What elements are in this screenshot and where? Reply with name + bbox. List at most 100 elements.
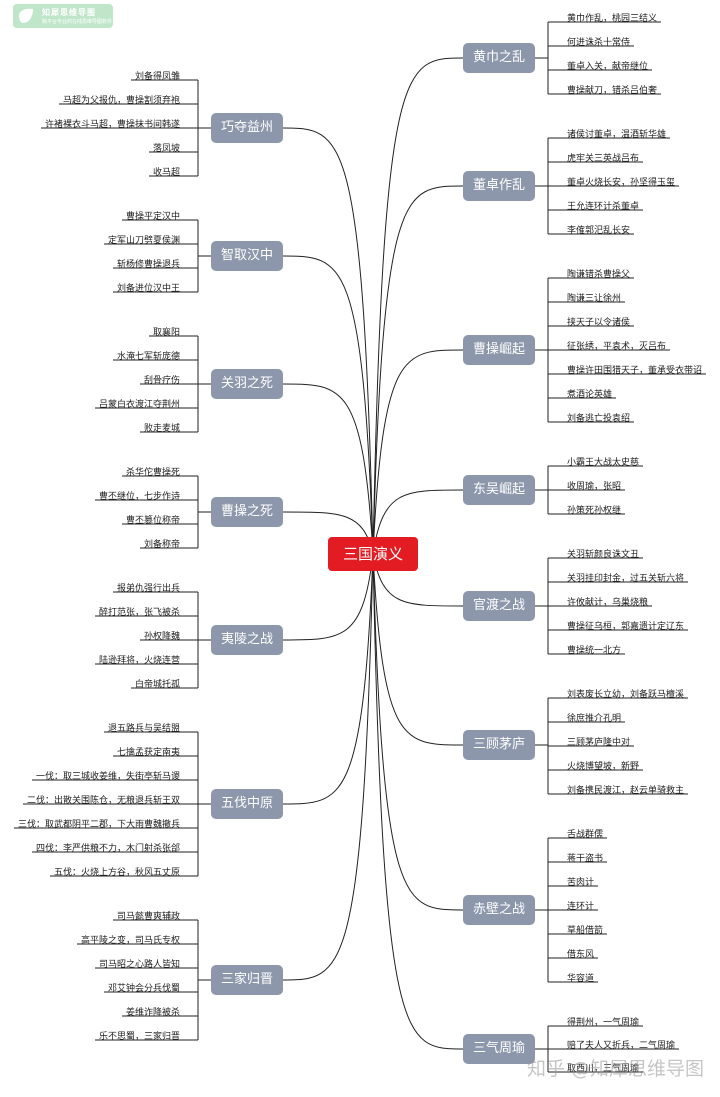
leaf-b3-0[interactable]: 陶谦错杀曹操父 (567, 270, 631, 280)
leaf-b14-4[interactable]: 三伐：取武都阴平二郡，下大雨曹魏撤兵 (17, 820, 180, 830)
link-root-b14 (282, 553, 374, 805)
leaf-b5-4[interactable]: 曹操统一北方 (567, 646, 622, 656)
branch-node-b4[interactable]: 东吴崛起 (463, 475, 535, 505)
leaf-b15-2[interactable]: 司马昭之心路人皆知 (98, 960, 180, 970)
leaf-b11-4[interactable]: 败走麦城 (143, 424, 180, 434)
leaf-b5-3[interactable]: 曹操征乌桓，郭嘉遗计定辽东 (567, 622, 685, 632)
leaf-b3-4[interactable]: 曹操许田围猎天子，董承受衣带诏 (567, 366, 703, 376)
leaf-b15-5[interactable]: 乐不思蜀，三家归晋 (98, 1032, 180, 1042)
leaf-b2-3[interactable]: 王允连环计杀董卓 (567, 202, 640, 212)
link-root-b11 (282, 383, 374, 555)
leaf-b3-6[interactable]: 刘备逃亡投袁绍 (567, 414, 631, 424)
leaf-b4-0[interactable]: 小霸王大战太史慈 (567, 458, 640, 468)
leaf-b11-1[interactable]: 水淹七军斩庞德 (116, 352, 180, 362)
leaf-b7-6[interactable]: 华容道 (567, 974, 595, 984)
leaf-b2-0[interactable]: 诸侯讨董卓，温酒斩华雄 (567, 130, 667, 140)
leaf-b5-2[interactable]: 许攸献计，乌巢烧粮 (567, 598, 649, 608)
leaf-b3-1[interactable]: 陶谦三让徐州 (567, 294, 622, 304)
leaf-b12-3[interactable]: 刘备称帝 (143, 540, 180, 550)
leaf-b3-3[interactable]: 征张绣，平袁术，灭吕布 (567, 342, 667, 352)
leaf-b1-2[interactable]: 董卓入关，献帝继位 (567, 62, 649, 72)
leaf-b5-0[interactable]: 关羽斩颜良诛文丑 (567, 550, 640, 560)
leaf-b2-1[interactable]: 虎牢关三英战吕布 (567, 154, 640, 164)
branch-node-b3[interactable]: 曹操崛起 (463, 335, 535, 365)
branch-node-b2[interactable]: 董卓作乱 (463, 171, 535, 201)
leaf-b7-3[interactable]: 连环计 (567, 902, 595, 912)
logo-badge: 知犀思维导图 跨平台专业的在线思维导图软件 (13, 4, 113, 28)
leaf-b15-4[interactable]: 姜维诈降被杀 (125, 1008, 180, 1018)
leaf-b11-2[interactable]: 刮骨疗伤 (143, 376, 180, 386)
leaf-b15-0[interactable]: 司马懿曹爽辅政 (116, 912, 180, 922)
leaf-b8-2[interactable]: 取西川，三气周瑜 (567, 1064, 640, 1074)
leaf-b7-4[interactable]: 草船借箭 (567, 926, 604, 936)
leaf-b14-5[interactable]: 四伐：李严供粮不力，木门射杀张郃 (35, 844, 180, 854)
link-root-b4 (372, 489, 464, 555)
leaf-b10-1[interactable]: 定军山刀劈夏侯渊 (107, 236, 180, 246)
leaf-b1-1[interactable]: 何进诛杀十常侍 (567, 38, 631, 48)
leaf-b15-1[interactable]: 高平陵之变，司马氏专权 (80, 936, 180, 946)
leaf-b3-2[interactable]: 挟天子以令诸侯 (567, 318, 631, 328)
leaf-b4-2[interactable]: 孙策死孙权继 (567, 506, 622, 516)
leaf-b5-1[interactable]: 关羽挂印封金，过五关斩六将 (567, 574, 685, 584)
leaf-b8-1[interactable]: 赔了夫人又折兵，二气周瑜 (567, 1041, 676, 1051)
leaf-logo-icon (19, 8, 33, 23)
leaf-b9-1[interactable]: 马超为父报仇，曹操割须弃袍 (62, 96, 180, 106)
branch-node-b13[interactable]: 夷陵之战 (211, 625, 283, 655)
leaf-b13-0[interactable]: 报弟仇强行出兵 (116, 584, 180, 594)
leaf-b10-3[interactable]: 刘备进位汉中王 (116, 284, 180, 294)
leaf-b15-3[interactable]: 邓艾钟会分兵伐蜀 (107, 984, 180, 994)
leaf-b6-0[interactable]: 刘表废长立幼，刘备跃马檀溪 (567, 690, 685, 700)
leaf-b13-3[interactable]: 陆逊拜将，火烧连营 (98, 656, 180, 666)
branch-node-b8[interactable]: 三气周瑜 (463, 1034, 535, 1064)
leaf-b14-2[interactable]: 一伐：取三城收姜维，失街亭斩马谡 (35, 772, 180, 782)
leaf-b6-1[interactable]: 徐庶推介孔明 (567, 714, 622, 724)
branch-node-b1[interactable]: 黄巾之乱 (463, 43, 535, 73)
leaf-b12-2[interactable]: 曹丕篡位称帝 (125, 516, 180, 526)
leaf-b12-1[interactable]: 曹丕继位，七步作诗 (98, 492, 180, 502)
leaf-b9-3[interactable]: 落凤坡 (152, 144, 180, 154)
leaf-b10-0[interactable]: 曹操平定汉中 (125, 212, 180, 222)
leaf-b7-1[interactable]: 蒋干盗书 (567, 854, 604, 864)
leaf-b8-0[interactable]: 得荆州，一气周瑜 (567, 1018, 640, 1028)
leaf-b1-0[interactable]: 黄巾作乱，桃园三结义 (567, 14, 658, 24)
leaf-b14-3[interactable]: 二伐：出散关围陈仓，无粮退兵斩王双 (26, 796, 180, 806)
link-root-b3 (372, 349, 464, 555)
leaf-b3-5[interactable]: 煮酒论英雄 (567, 390, 613, 400)
branch-node-b11[interactable]: 关羽之死 (211, 369, 283, 399)
branch-node-b7[interactable]: 赤壁之战 (463, 895, 535, 925)
leaf-b1-3[interactable]: 曹操献刀，错杀吕伯奢 (567, 86, 658, 96)
leaf-b11-0[interactable]: 取襄阳 (152, 328, 180, 338)
link-root-b10 (282, 255, 374, 555)
leaf-b7-2[interactable]: 苦肉计 (567, 878, 595, 888)
leaf-b9-0[interactable]: 刘备得凤雏 (134, 72, 180, 82)
leaf-b11-3[interactable]: 吕蒙白衣渡江夺荆州 (98, 400, 180, 410)
branch-node-b12[interactable]: 曹操之死 (211, 497, 283, 527)
link-root-b15 (282, 553, 374, 981)
leaf-b13-4[interactable]: 白帝城托孤 (134, 680, 180, 690)
leaf-b14-1[interactable]: 七擒孟获定南夷 (116, 748, 180, 758)
branch-node-b14[interactable]: 五伐中原 (211, 789, 283, 819)
leaf-b4-1[interactable]: 收周瑜，张昭 (567, 482, 622, 492)
root-node[interactable]: 三国演义 (328, 537, 418, 571)
branch-node-b9[interactable]: 巧夺益州 (211, 113, 283, 143)
leaf-b2-4[interactable]: 李傕郭汜乱长安 (567, 226, 631, 236)
leaf-b6-4[interactable]: 刘备携民渡江，赵云单骑救主 (567, 786, 685, 796)
leaf-b13-1[interactable]: 醉打范张，张飞被杀 (98, 608, 180, 618)
leaf-b7-5[interactable]: 借东风 (567, 950, 595, 960)
leaf-b7-0[interactable]: 舌战群儒 (567, 830, 604, 840)
leaf-b14-0[interactable]: 退五路兵与吴结盟 (107, 724, 180, 734)
branch-node-b5[interactable]: 官渡之战 (463, 591, 535, 621)
leaf-b6-3[interactable]: 火烧博望坡，新野 (567, 762, 640, 772)
leaf-b14-6[interactable]: 五伐：火烧上方谷，秋风五丈原 (53, 868, 180, 878)
leaf-b9-4[interactable]: 收马超 (152, 168, 180, 178)
branch-node-b10[interactable]: 智取汉中 (211, 241, 283, 271)
leaf-b12-0[interactable]: 杀华佗曹操死 (125, 468, 180, 478)
branch-node-b15[interactable]: 三家归晋 (211, 965, 283, 995)
leaf-b2-2[interactable]: 董卓火烧长安，孙坚得玉玺 (567, 178, 676, 188)
leaf-b6-2[interactable]: 三顾茅庐隆中对 (567, 738, 631, 748)
leaf-b10-2[interactable]: 斩杨修曹操退兵 (116, 260, 180, 270)
leaf-b13-2[interactable]: 孙权降魏 (143, 632, 180, 642)
leaf-b9-2[interactable]: 许褚裸衣斗马超，曹操抹书间韩遂 (44, 120, 180, 130)
branch-node-b6[interactable]: 三顾茅庐 (463, 730, 535, 760)
